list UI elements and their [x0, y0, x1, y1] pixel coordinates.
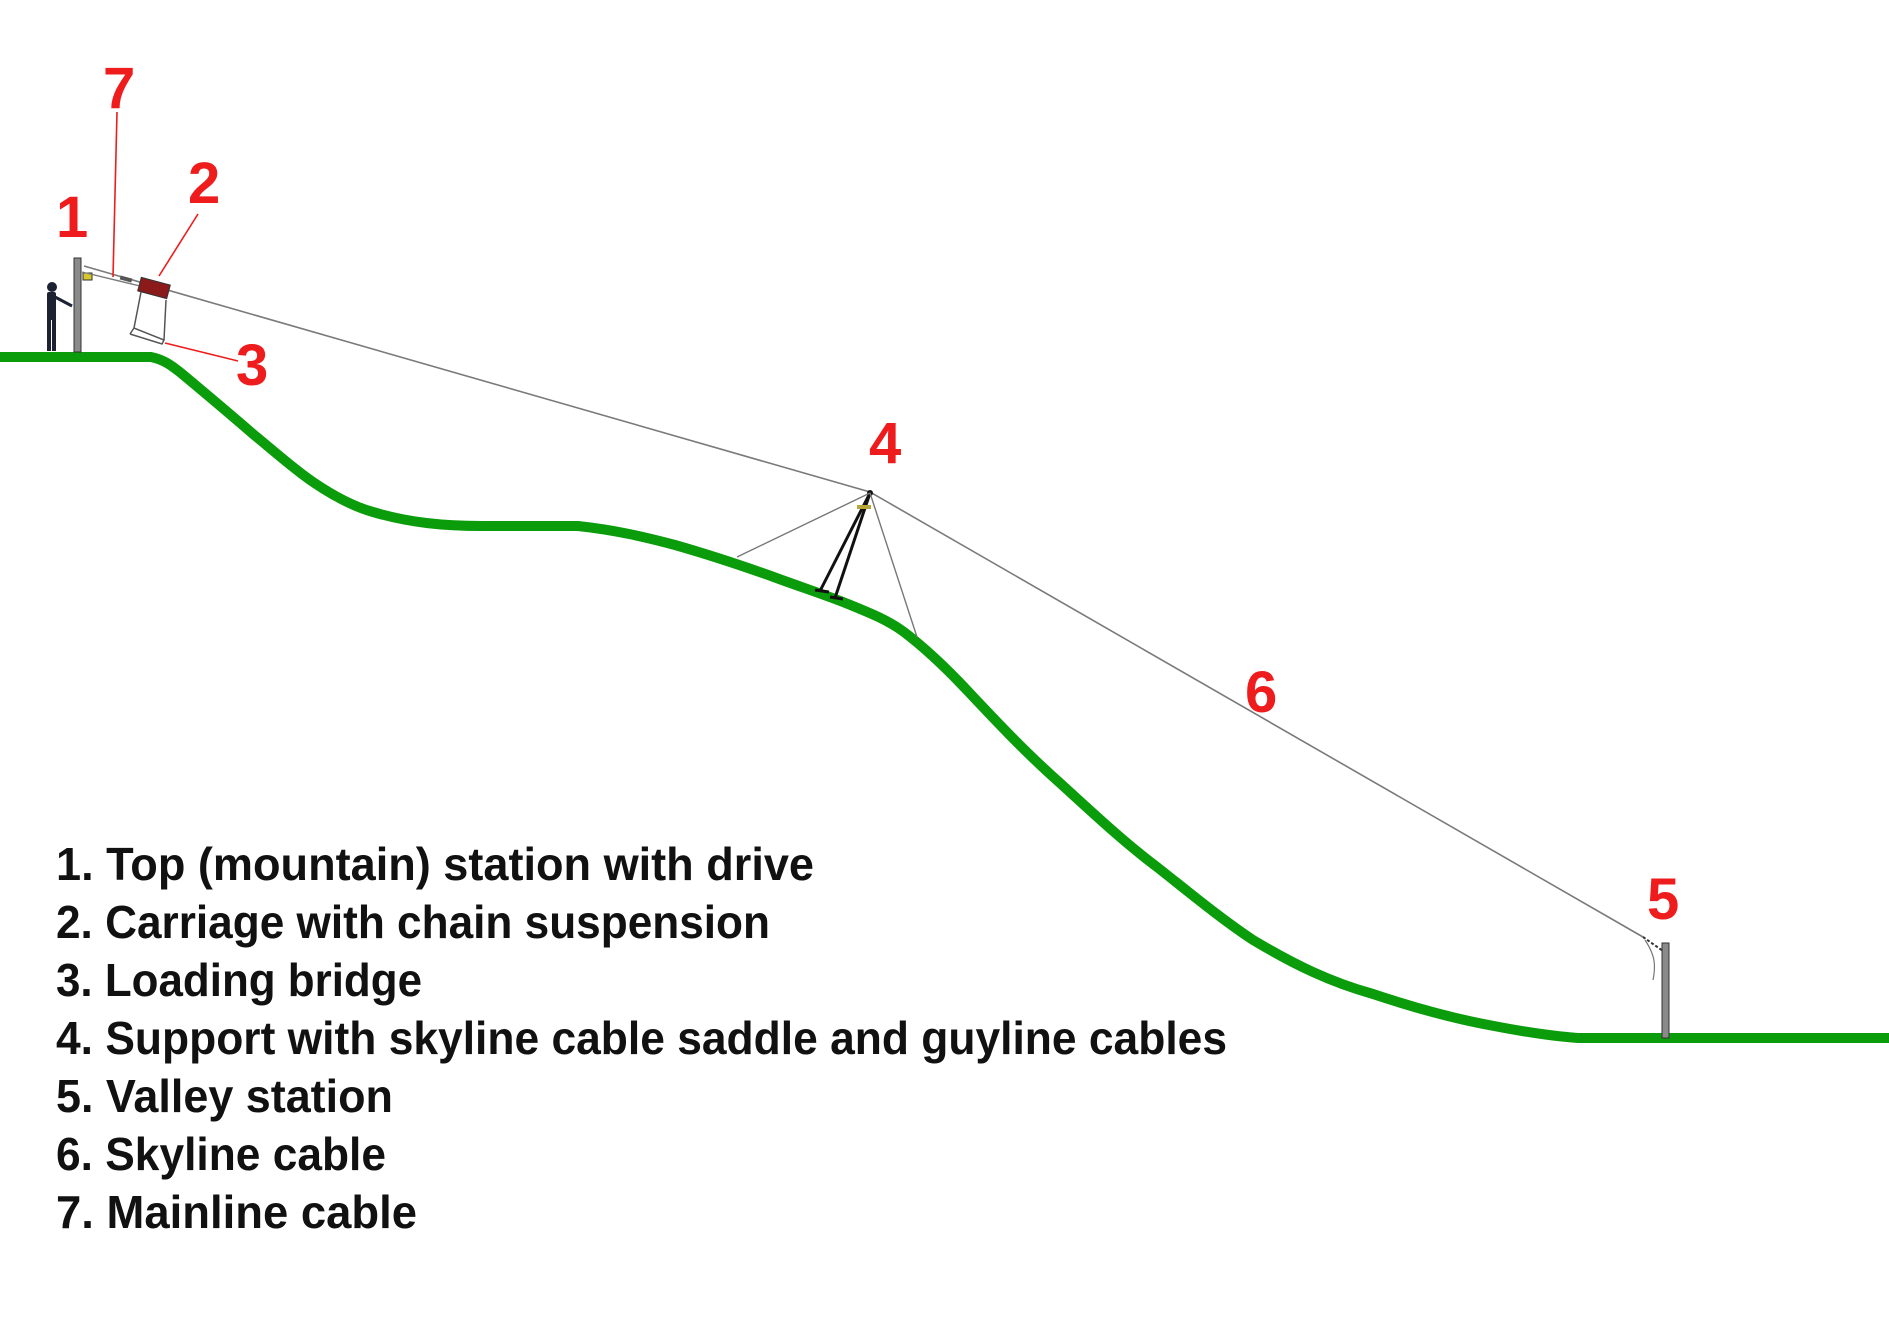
- callout-2-leader: [158, 213, 199, 277]
- callout-3: 3: [236, 333, 268, 398]
- carriage: [133, 276, 171, 341]
- callout-3-leader: [164, 342, 239, 362]
- callout-6: 6: [1245, 660, 1277, 725]
- legend-item-4: 4. Support with skyline cable saddle and…: [56, 1012, 1227, 1064]
- station-pole: [73, 257, 82, 353]
- callout-1: 1: [56, 185, 88, 250]
- skyline-saddle: [857, 505, 871, 509]
- operator-person-icon: [47, 282, 73, 351]
- legend-item-1: 1. Top (mountain) station with drive: [56, 838, 814, 890]
- legend-item-3: 3. Loading bridge: [56, 954, 422, 1006]
- callout-2: 2: [188, 151, 220, 216]
- legend: 1. Top (mountain) station with drive 2. …: [56, 838, 1227, 1238]
- mainline-block: [119, 275, 133, 283]
- terrain-slope: [0, 352, 1889, 1043]
- valley-station: [1642, 936, 1670, 1039]
- mainline-cable: [81, 271, 141, 287]
- legend-item-5: 5. Valley station: [56, 1070, 393, 1122]
- callout-7-leader: [112, 111, 118, 278]
- loading-bridge: [129, 327, 166, 345]
- callout-5: 5: [1647, 867, 1679, 932]
- top-station: [47, 257, 93, 353]
- legend-item-7: 7. Mainline cable: [56, 1186, 417, 1238]
- legend-item-2: 2. Carriage with chain suspension: [56, 896, 770, 948]
- guyline-cable: [869, 492, 918, 638]
- legend-item-6: 6. Skyline cable: [56, 1128, 386, 1180]
- guyline-cable: [736, 492, 871, 558]
- callout-4: 4: [869, 411, 901, 476]
- skyline-cable: [83, 265, 1644, 938]
- callout-7: 7: [103, 56, 135, 121]
- intermediate-support: [736, 490, 918, 638]
